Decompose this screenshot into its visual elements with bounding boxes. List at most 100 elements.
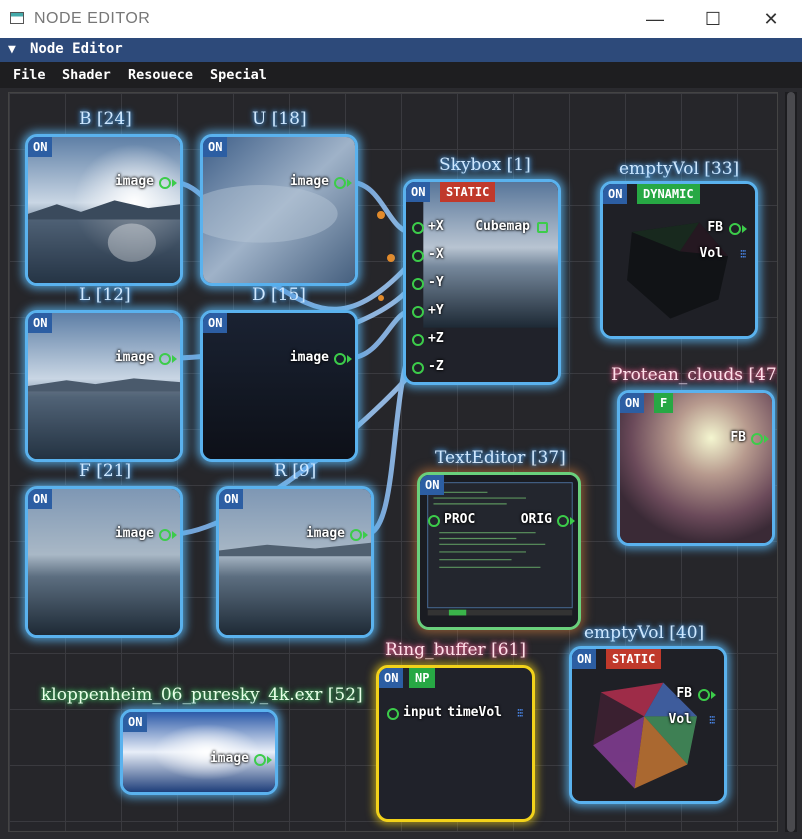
on-toggle[interactable]: ON — [28, 137, 53, 157]
node-texteditor[interactable]: ON PROC ORIG — [417, 472, 581, 630]
output-pin[interactable] — [334, 177, 346, 189]
input-label: +X — [428, 219, 444, 234]
vol-output-pin[interactable]: ⁝⁝⁝ — [708, 713, 717, 727]
output-label: image — [209, 751, 249, 766]
panel-title: Node Editor — [30, 41, 123, 57]
input-pin[interactable] — [412, 334, 424, 346]
input-label: input — [403, 705, 443, 720]
output-label: Vol — [668, 712, 692, 727]
node-f[interactable]: ON image — [25, 486, 183, 638]
on-toggle[interactable]: ON — [28, 489, 53, 509]
input-label: -Z — [428, 359, 444, 374]
output-pin[interactable] — [334, 353, 346, 365]
input-pin[interactable] — [387, 708, 399, 720]
texture-preview — [28, 313, 180, 459]
pin-arrow-icon — [172, 531, 177, 539]
proc-input-pin[interactable] — [428, 515, 440, 527]
texture-preview — [28, 489, 180, 635]
static-badge[interactable]: STATIC — [440, 182, 496, 202]
on-toggle[interactable]: ON — [379, 668, 404, 688]
node-title-b: B [24] — [79, 109, 132, 129]
maximize-button[interactable]: ☐ — [704, 8, 722, 29]
on-toggle[interactable]: ON — [28, 313, 53, 333]
node-d[interactable]: ON image — [200, 310, 358, 462]
input-pin[interactable] — [412, 306, 424, 318]
collapse-arrow-icon[interactable]: ▼ — [8, 42, 16, 57]
np-badge[interactable]: NP — [409, 668, 436, 688]
pin-arrow-icon — [570, 517, 575, 525]
dynamic-badge[interactable]: DYNAMIC — [637, 184, 700, 204]
texture-preview — [406, 182, 558, 382]
output-label: image — [114, 174, 154, 189]
wire-handle[interactable] — [378, 295, 384, 301]
fb-output-pin[interactable] — [729, 223, 741, 235]
minimize-button[interactable]: — — [646, 8, 664, 29]
output-label: image — [305, 526, 345, 541]
code-preview — [420, 475, 578, 627]
output-pin[interactable] — [159, 529, 171, 541]
node-r[interactable]: ON image — [216, 486, 374, 638]
pin-arrow-icon — [347, 355, 352, 363]
output-pin[interactable] — [159, 353, 171, 365]
node-b[interactable]: ON image — [25, 134, 183, 286]
node-ring-buffer[interactable]: ON NP input timeVol ⁝⁝⁝ — [376, 665, 535, 822]
node-title-protean-clouds: Protean_clouds [47] — [611, 365, 778, 385]
f-badge[interactable]: F — [654, 393, 674, 413]
node-emptyvol-33[interactable]: ON DYNAMIC FB Vol ⁝⁝⁝ — [600, 181, 758, 339]
node-l[interactable]: ON image — [25, 310, 183, 462]
input-pin[interactable] — [412, 250, 424, 262]
output-label: ORIG — [520, 512, 552, 527]
on-toggle[interactable]: ON — [123, 712, 148, 732]
node-title-kloppenheim: kloppenheim_06_puresky_4k.exr [52] — [41, 685, 363, 705]
menu-file[interactable]: File — [13, 67, 46, 83]
fb-output-pin[interactable] — [698, 689, 710, 701]
on-toggle[interactable]: ON — [572, 649, 597, 669]
menu-special[interactable]: Special — [210, 67, 267, 83]
static-badge[interactable]: STATIC — [606, 649, 662, 669]
menu-shader[interactable]: Shader — [62, 67, 111, 83]
node-title-emptyvol-40: emptyVol [40] — [584, 623, 705, 643]
on-toggle[interactable]: ON — [406, 182, 431, 202]
texture-preview — [219, 489, 371, 635]
node-canvas[interactable]: B [24] ON image U [18] ON image L [12] — [8, 92, 778, 832]
cubemap-output-pin[interactable] — [537, 222, 548, 233]
vertical-scrollbar[interactable] — [785, 92, 797, 832]
app-icon — [10, 12, 24, 24]
fb-output-pin[interactable] — [751, 433, 763, 445]
on-toggle[interactable]: ON — [219, 489, 244, 509]
node-protean-clouds[interactable]: ON F FB — [617, 390, 775, 546]
node-emptyvol-40[interactable]: ON STATIC FB Vol ⁝⁝⁝ — [569, 646, 727, 804]
output-label: Vol — [699, 246, 723, 261]
node-title-l: L [12] — [79, 285, 131, 305]
output-pin[interactable] — [350, 529, 362, 541]
texture-preview — [620, 393, 772, 543]
close-button[interactable]: ✕ — [763, 8, 779, 29]
node-title-ring-buffer: Ring_buffer [61] — [385, 640, 526, 660]
pin-arrow-icon — [711, 691, 716, 699]
vol-output-pin[interactable]: ⁝⁝⁝ — [739, 247, 748, 261]
node-skybox[interactable]: ON STATIC +X -X -Y +Y +Z -Z Cubemap — [403, 179, 561, 385]
input-pin[interactable] — [412, 278, 424, 290]
output-label: timeVol — [447, 705, 502, 720]
on-toggle[interactable]: ON — [203, 313, 228, 333]
menu-resouece[interactable]: Resouece — [128, 67, 194, 83]
output-label: FB — [730, 430, 746, 445]
input-pin[interactable] — [412, 362, 424, 374]
on-toggle[interactable]: ON — [203, 137, 228, 157]
output-pin[interactable] — [254, 754, 266, 766]
output-pin[interactable] — [159, 177, 171, 189]
on-toggle[interactable]: ON — [603, 184, 628, 204]
on-toggle[interactable]: ON — [420, 475, 445, 495]
input-pin[interactable] — [412, 222, 424, 234]
timevol-output-pin[interactable]: ⁝⁝⁝ — [516, 706, 525, 720]
wire-handle[interactable] — [387, 254, 395, 262]
wire-handle[interactable] — [377, 211, 385, 219]
node-kloppenheim[interactable]: ON image — [120, 709, 278, 795]
orig-output-pin[interactable] — [557, 515, 569, 527]
texture-preview — [203, 313, 355, 459]
pin-arrow-icon — [742, 225, 747, 233]
node-u[interactable]: ON image — [200, 134, 358, 286]
scrollbar-thumb[interactable] — [787, 92, 795, 832]
panel-header[interactable]: ▼ Node Editor — [0, 38, 802, 62]
on-toggle[interactable]: ON — [620, 393, 645, 413]
